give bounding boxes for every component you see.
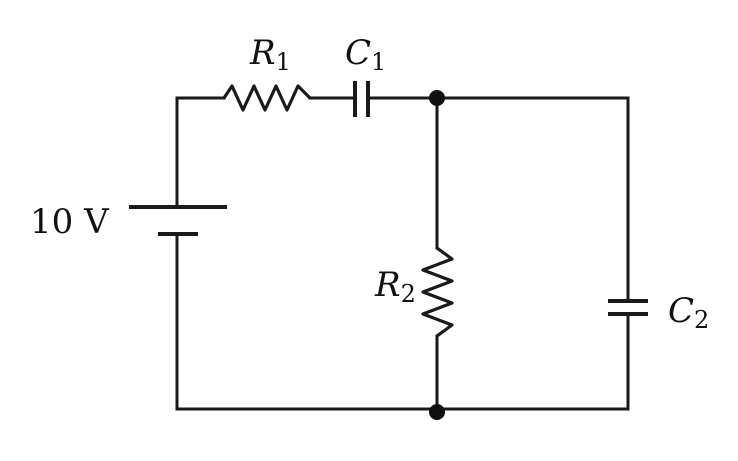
junction-node-top xyxy=(429,90,445,106)
source-voltage-label: 10 V xyxy=(30,202,110,242)
capacitor-c1-subscript: 1 xyxy=(371,48,386,76)
resistor-r2-symbol xyxy=(421,246,454,338)
resistor-r1-symbol-text: R xyxy=(249,33,276,73)
resistor-r2-symbol-text: R xyxy=(374,265,401,305)
resistor-r2-subscript: 2 xyxy=(401,280,416,308)
capacitor-c2-subscript: 2 xyxy=(694,306,709,334)
capacitor-c1-label: C1 xyxy=(345,33,386,76)
resistor-r1-label: R1 xyxy=(249,33,291,76)
capacitor-c2-symbol xyxy=(608,299,648,316)
junction-node-bottom xyxy=(429,404,445,420)
capacitor-c1-symbol xyxy=(353,81,370,117)
resistor-r1-subscript: 1 xyxy=(276,48,291,76)
capacitor-c2-symbol-text: C xyxy=(668,291,694,331)
resistor-r2-label: R2 xyxy=(374,265,416,308)
capacitor-c2-label: C2 xyxy=(668,291,709,334)
battery-symbol xyxy=(129,205,227,236)
resistor-r1-symbol xyxy=(222,84,312,112)
capacitor-c1-symbol-text: C xyxy=(345,33,371,73)
